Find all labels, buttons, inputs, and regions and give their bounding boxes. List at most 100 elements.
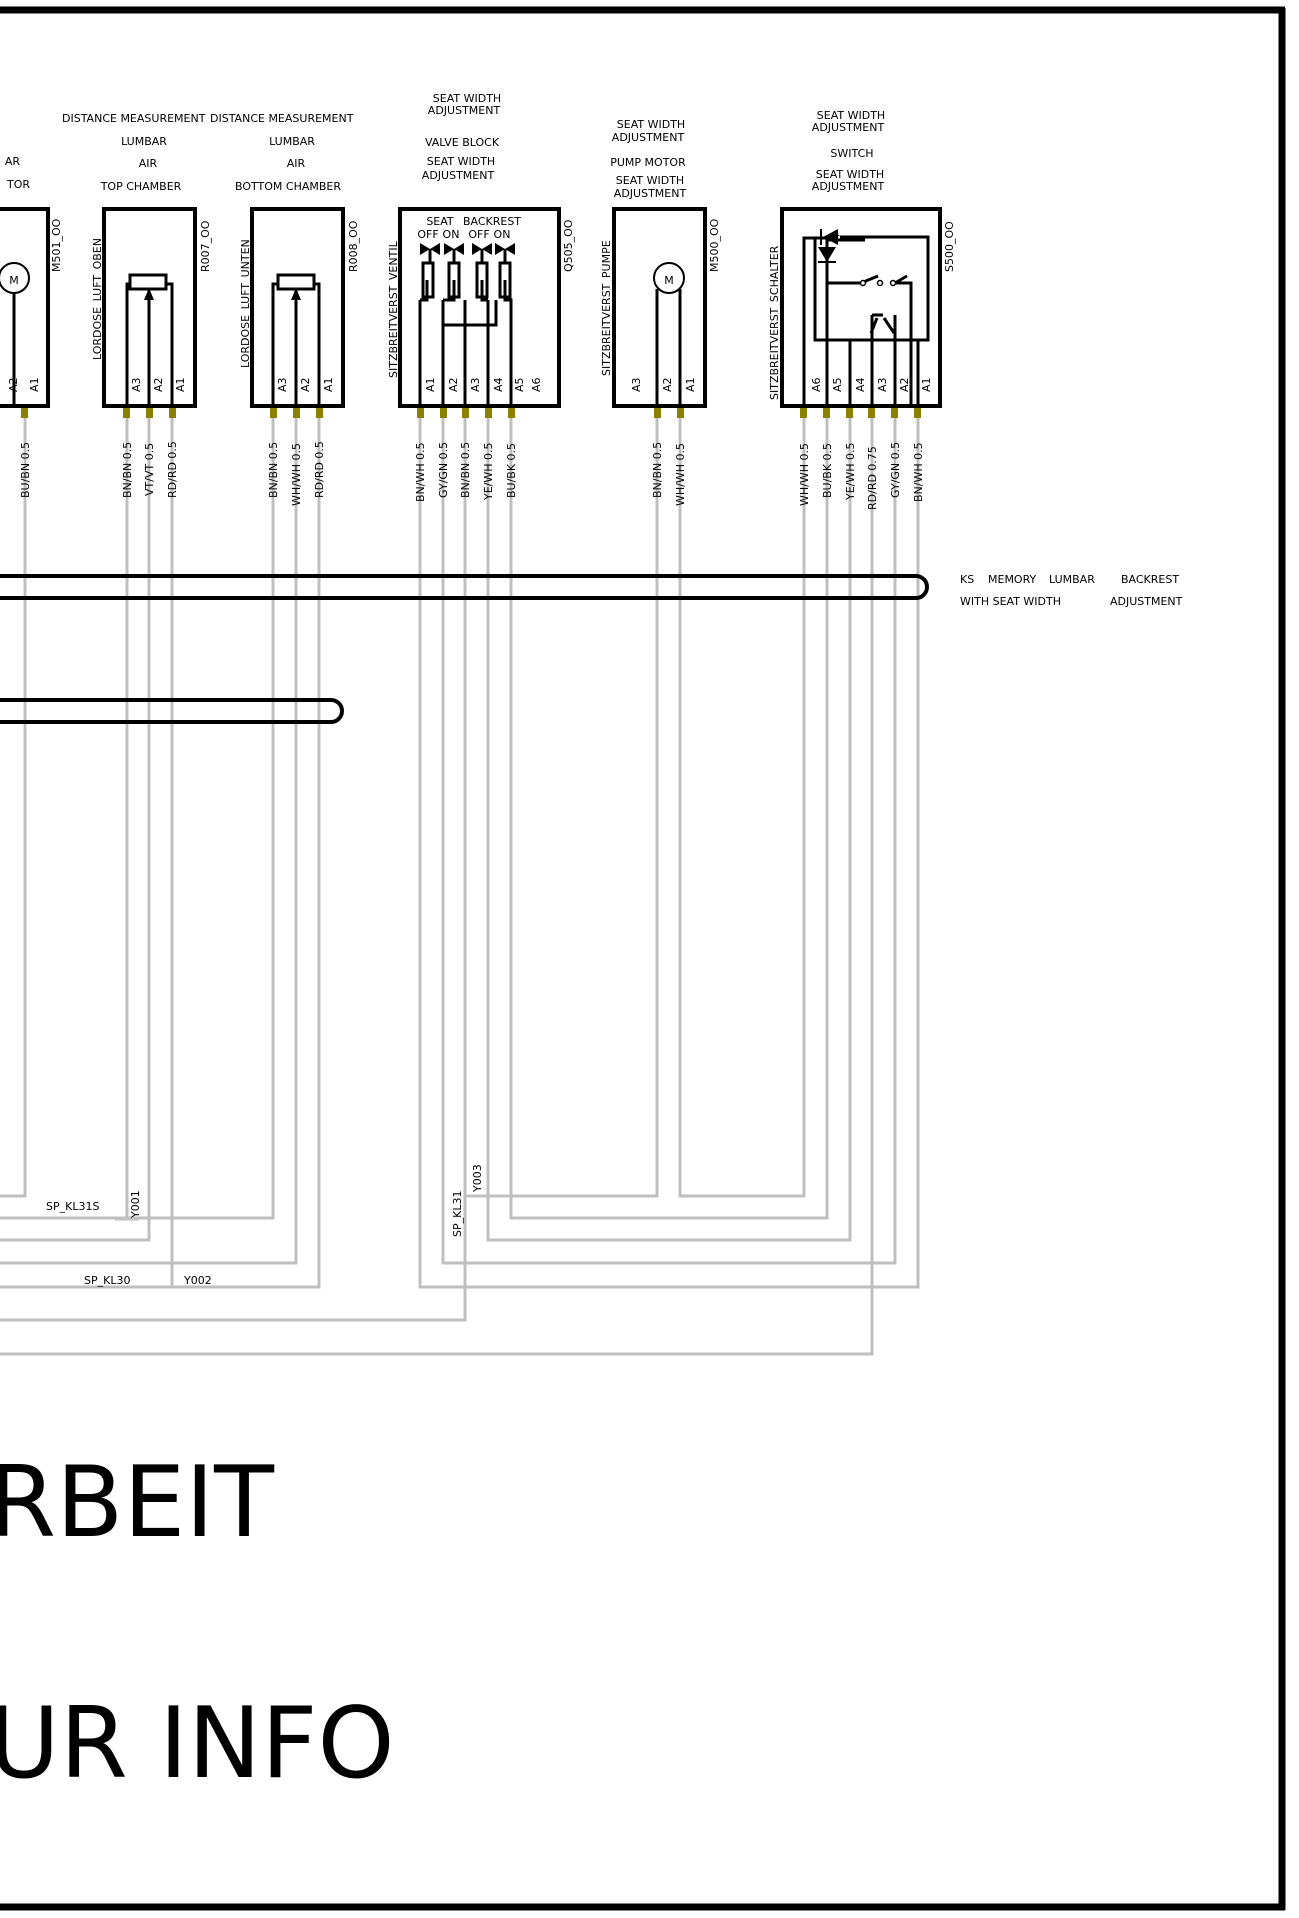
pin-label: A2 [7,377,20,392]
wire-m500-a2 [465,410,659,1198]
pin-label: A2 [898,377,911,392]
watermark-line-1: RBEIT [0,1446,275,1560]
component-desc: AIR [287,157,306,170]
component-german: SITZBREITVERST_SCHALTER [768,245,781,400]
wire-q505-a2 [441,410,897,1265]
harness-note-text: ADJUSTMENT [1110,595,1183,608]
wire-label: BN/BN 0.5 [651,442,664,498]
pin-label: A3 [469,377,482,392]
component-german: SITZBREITVERST_PUMPE [600,240,613,376]
component-id: M500_OO [708,218,721,272]
component-desc: SEAT WIDTH [433,92,501,105]
component-desc: LUMBAR [121,135,167,148]
component-id: S500_OO [943,221,956,272]
component-r008: LORDOSE_LUFT_UNTEN R008_OO A3 A2 A1 DIST… [210,112,360,418]
component-desc: DISTANCE MEASUREMENT [210,112,354,125]
pin-label: A6 [810,377,823,392]
wire-label: VT/VT 0.5 [143,443,156,496]
splice-label: Y002 [183,1274,212,1287]
pin-label: A2 [661,377,674,392]
splice-label: SP_KL31 [451,1191,464,1237]
wire-label: BN/WH 0.5 [912,442,925,502]
wire-label: WH/WH 0.5 [290,443,303,506]
wire-label: WH/WH 0.5 [674,443,687,506]
component-desc: ADJUSTMENT [422,169,495,182]
splice-label: SP_KL30 [84,1274,130,1287]
pin-label: A6 [530,377,543,392]
component-q505: SEAT BACKREST OFF ON OFF ON SITZBREITVER… [387,92,575,418]
watermark: RBEIT UR INFO [0,1446,395,1801]
wire-q505-a5 [509,410,829,1220]
component-desc: PUMP MOTOR [610,156,686,169]
component-m500: M SITZBREITVERST_PUMPE M500_OO A3 A2 A1 … [600,118,721,418]
wire-m501-a1 [0,410,27,1198]
component-desc: ADJUSTMENT [812,121,885,134]
component-desc: SEAT WIDTH [817,109,885,122]
wire-label: YE/WH 0.5 [844,442,857,501]
component-german: LORDOSE_LUFT_OBEN [91,238,104,360]
wires [0,410,920,1356]
motor-symbol: M [9,274,19,287]
valve-label-on: ON [494,228,511,241]
pin-label: A3 [630,377,643,392]
pin-label: A4 [492,377,505,392]
component-desc: SEAT WIDTH [427,155,495,168]
valve-label-backrest: BACKREST [463,215,521,228]
component-desc: TOP CHAMBER [100,180,182,193]
wire-r007-a2 [0,410,151,1242]
wire-label: RD/RD 0.75 [866,446,879,510]
harness-note: KS MEMORY LUMBAR BACKREST WITH SEAT WIDT… [960,573,1183,608]
pin-label: A1 [424,377,437,392]
pin-label: A3 [276,377,289,392]
pin-label: A5 [831,377,844,392]
component-desc: DISTANCE MEASUREMENT [62,112,206,125]
wire-label: WH/WH 0.5 [798,443,811,506]
wire-label: RD/RD 0.5 [313,441,326,498]
component-desc: ADJUSTMENT [428,104,501,117]
pin-label: A1 [28,377,41,392]
component-desc: ADJUSTMENT [812,180,885,193]
component-id: R008_OO [347,220,360,272]
harness-note-text: WITH SEAT WIDTH [960,595,1061,608]
wire-label: BN/BN 0.5 [267,442,280,498]
component-desc: AR [5,155,21,168]
splice-label: Y003 [471,1164,484,1193]
wire-q505-a3 [0,410,467,1322]
component-m501: M A2 A1 M501_OO AR TOR [0,155,63,418]
pin-label: A5 [513,377,526,392]
harness-note-text: BACKREST [1121,573,1179,586]
splice-label: SP_KL31S [46,1200,99,1213]
component-desc: BOTTOM CHAMBER [235,180,341,193]
splice-labels: SP_KL31S Y001 SP_KL30 Y002 SP_KL31 Y003 [46,1164,484,1287]
component-german: SITZBREITVERST_VENTIL [387,240,400,378]
wire-r008-a1 [0,410,321,1289]
pin-label: A1 [920,377,933,392]
harness-note-text: LUMBAR [1049,573,1095,586]
component-desc: SWITCH [830,147,873,160]
pin-label: A1 [174,377,187,392]
valve-label-seat: SEAT [426,215,454,228]
wire-label: BN/BN 0.5 [121,442,134,498]
component-desc: LUMBAR [269,135,315,148]
component-german: LORDOSE_LUFT_UNTEN [239,239,252,368]
harness-note-text: MEMORY [988,573,1037,586]
component-id: M501_OO [50,218,63,272]
pin-label: A3 [130,377,143,392]
pin-label: A4 [854,377,867,392]
harness-bundles [0,574,929,724]
component-desc: SEAT WIDTH [616,174,684,187]
wire-label: GY/GN 0.5 [889,442,902,498]
valve-label-on: ON [443,228,460,241]
wire-r008-a3 [0,410,275,1220]
pin-label: A2 [299,377,312,392]
harness-note-text: KS [960,573,974,586]
splice-label: Y001 [129,1190,142,1219]
pin-label: A2 [152,377,165,392]
wire-label: BN/WH 0.5 [414,442,427,502]
wire-label: RD/RD 0.5 [166,441,179,498]
wire-q505-a1 [418,410,920,1289]
wire-label: BU/BK 0.5 [505,443,518,498]
component-desc: TOR [6,178,30,191]
pin-label: A3 [876,377,889,392]
component-desc: AIR [139,157,158,170]
